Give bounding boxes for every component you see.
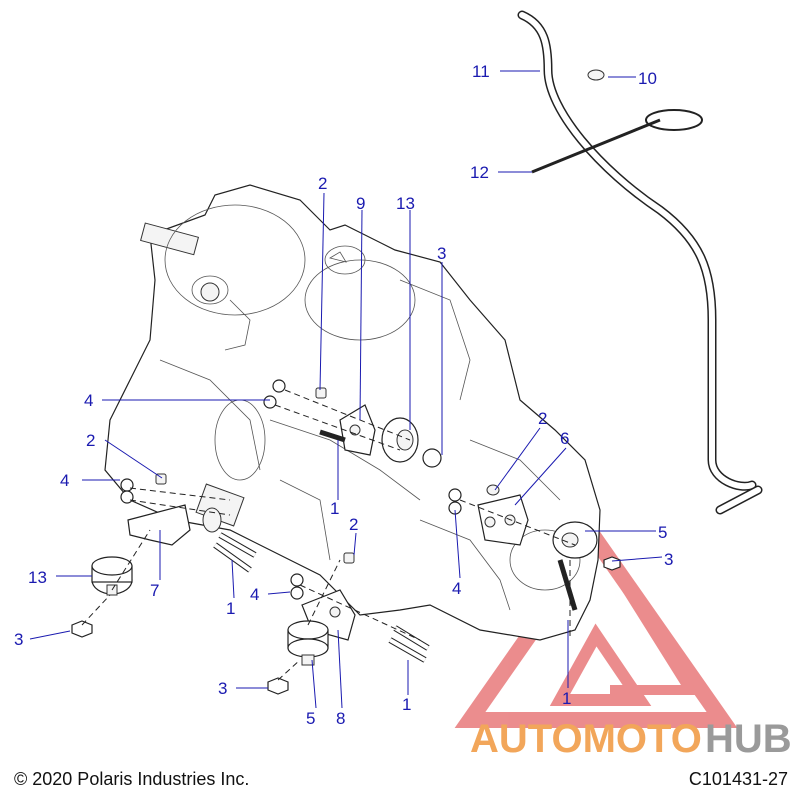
callout-5: 5 bbox=[306, 709, 315, 728]
callout-1: 1 bbox=[562, 689, 571, 708]
callout-3: 3 bbox=[218, 679, 227, 698]
callout-5: 5 bbox=[658, 523, 667, 542]
figure-code: C101431-27 bbox=[688, 769, 788, 789]
callout-1: 1 bbox=[330, 499, 339, 518]
callout-3: 3 bbox=[14, 630, 23, 649]
callout-3: 3 bbox=[437, 244, 446, 263]
mount-5-lower bbox=[287, 620, 329, 666]
callout-4: 4 bbox=[60, 471, 69, 490]
mount-13-lower bbox=[91, 556, 133, 596]
callout-3: 3 bbox=[664, 550, 673, 569]
callout-2: 2 bbox=[349, 515, 358, 534]
callout-2: 2 bbox=[318, 174, 327, 193]
callout-13: 13 bbox=[396, 194, 415, 213]
callout-labels: 11 10 12 2 9 13 3 4 2 6 2 4 1 2 5 3 13 7… bbox=[14, 62, 673, 728]
watermark-text: AUTOMOTO HUB bbox=[470, 717, 792, 761]
vent-hose bbox=[517, 10, 763, 515]
callout-1: 1 bbox=[226, 599, 235, 618]
callout-1: 1 bbox=[402, 695, 411, 714]
callout-6: 6 bbox=[560, 429, 569, 448]
hose-clamp bbox=[587, 69, 605, 81]
callout-13: 13 bbox=[28, 568, 47, 587]
callout-2: 2 bbox=[538, 409, 547, 428]
washer-parts bbox=[120, 379, 462, 600]
callout-9: 9 bbox=[356, 194, 365, 213]
bolt-parts bbox=[213, 429, 578, 663]
bracket-7 bbox=[127, 504, 191, 546]
callout-4: 4 bbox=[452, 579, 461, 598]
leader-lines bbox=[29, 70, 663, 709]
callout-7: 7 bbox=[150, 581, 159, 600]
callout-10: 10 bbox=[638, 69, 657, 88]
callout-4: 4 bbox=[84, 391, 93, 410]
nut-parts bbox=[71, 556, 621, 695]
spacer-parts bbox=[155, 387, 500, 564]
watermark-text-part2: HUB bbox=[705, 717, 792, 761]
mount-13-upper bbox=[381, 417, 442, 468]
copyright-text: © 2020 Polaris Industries Inc. bbox=[14, 769, 250, 789]
callout-2: 2 bbox=[86, 431, 95, 450]
callout-8: 8 bbox=[336, 709, 345, 728]
callout-4: 4 bbox=[250, 585, 259, 604]
bracket-6 bbox=[477, 494, 529, 546]
watermark-text-part1: AUTOMOTO bbox=[470, 717, 702, 761]
cable-tie bbox=[531, 109, 703, 174]
callout-11: 11 bbox=[472, 62, 490, 81]
mount-5-right bbox=[552, 521, 598, 559]
callout-12: 12 bbox=[470, 163, 489, 182]
assembly-lines bbox=[81, 389, 576, 681]
